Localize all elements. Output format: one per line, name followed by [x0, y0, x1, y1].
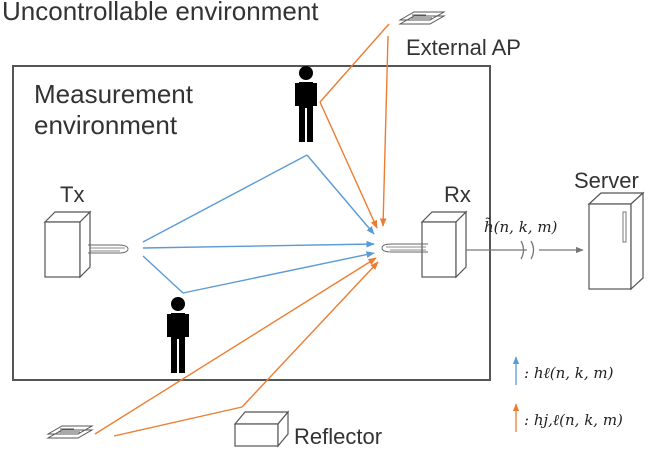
measurement-label-line1: Measurement: [34, 79, 194, 109]
desired-paths: [142, 154, 375, 294]
channel-label: h̃(n, k, m): [484, 218, 558, 236]
tx-label: Tx: [60, 182, 84, 207]
router-icon: [381, 210, 468, 279]
external-ap-label: External AP: [406, 35, 521, 60]
person-icon: [295, 66, 317, 142]
measurement-label-line2: environment: [34, 110, 178, 140]
access-point-icon: [47, 425, 93, 439]
router-icon: [43, 210, 129, 279]
legend-desired-label: : hℓ(n, k, m): [524, 364, 614, 382]
legend-interference-label: : hj,ℓ(n, k, m): [524, 411, 623, 429]
measurement-environment-box: [12, 65, 491, 381]
uncontrollable-environment-label: Uncontrollable environment: [2, 0, 319, 26]
legend: : hℓ(n, k, m) : hj,ℓ(n, k, m): [512, 356, 623, 432]
server-tower-icon: [587, 191, 645, 291]
server-label: Server: [574, 168, 639, 193]
rx-label: Rx: [444, 182, 471, 207]
external-ap-icon: [399, 11, 445, 25]
rx-server-link: [466, 240, 584, 260]
reflector-box-icon: [233, 410, 290, 448]
interference-paths: [94, 23, 390, 437]
reflector-label: Reflector: [294, 424, 382, 449]
person-icon: [167, 297, 189, 373]
